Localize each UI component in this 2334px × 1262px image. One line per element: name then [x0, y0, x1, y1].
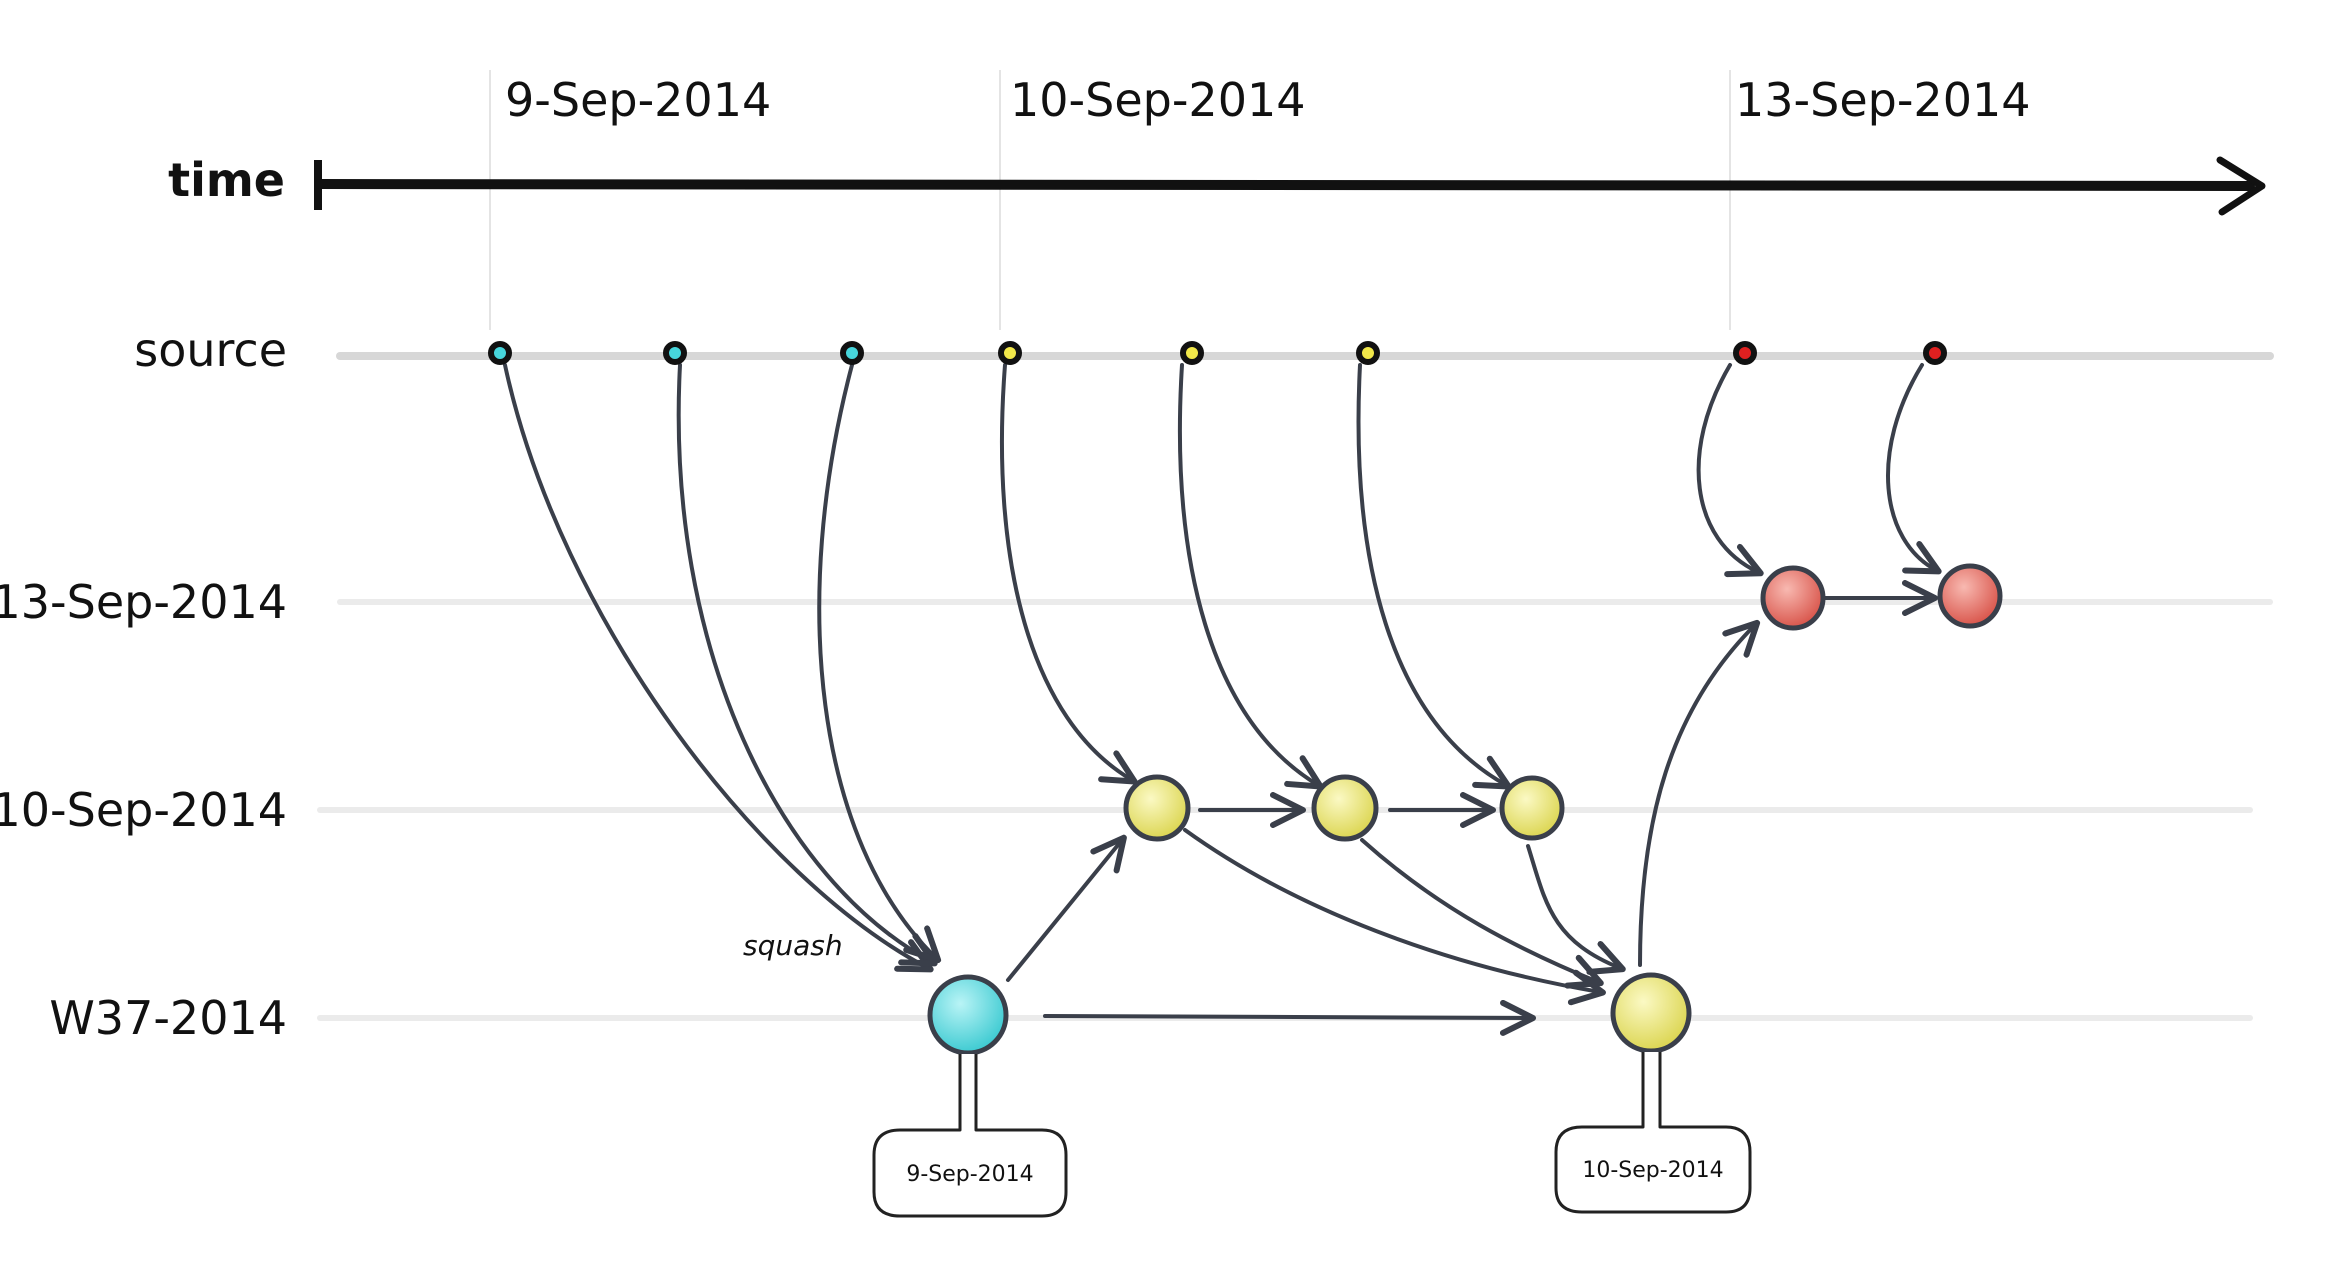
lane-label-10sep: 10-Sep-2014: [0, 783, 287, 837]
commit-node-w37-yellow: [1610, 972, 1692, 1054]
commit-node-10sep: [1311, 774, 1379, 842]
arrow-yel1-to-w37-yellow: [1183, 828, 1606, 1006]
arrow-src5-to-10sep: [1177, 363, 1324, 790]
date-label-13sep: 13-Sep-2014: [1735, 73, 2031, 127]
time-axis-line: [315, 179, 2255, 191]
date-label-9sep: 9-Sep-2014: [505, 73, 771, 127]
arrow-src8-to-13sep: [1886, 363, 1942, 575]
source-commit-dot: [1733, 341, 1757, 365]
arrow-yel2-to-w37-yellow: [1360, 838, 1604, 989]
arrow-cyan-to-w37-yellow: [1043, 999, 1536, 1036]
arrow-src1-to-w37: [503, 363, 934, 973]
source-commit-dot: [488, 341, 512, 365]
source-commit-dot: [663, 341, 687, 365]
source-commit-dot: [840, 341, 864, 365]
commit-node-10sep: [1123, 774, 1191, 842]
arrow-w37-yellow-to-red1: [1638, 619, 1761, 967]
arrow-yel3-to-w37-yellow: [1526, 844, 1626, 975]
arrow-src4-to-10sep: [999, 363, 1138, 785]
callout-tag-10sep: 10-Sep-2014: [1554, 1052, 1752, 1214]
squash-annotation: squash: [743, 929, 843, 962]
lane-label-13sep: 13-Sep-2014: [0, 575, 287, 629]
date-label-10sep: 10-Sep-2014: [1010, 73, 1306, 127]
source-commit-dot: [1356, 341, 1380, 365]
source-commit-dot: [1180, 341, 1204, 365]
source-commit-dot: [998, 341, 1022, 365]
lane-label-w37: W37-2014: [49, 991, 287, 1045]
time-axis-label: time: [168, 153, 285, 207]
commit-node-10sep: [1499, 775, 1565, 841]
arrow-cyan-to-yel1: [1006, 834, 1127, 982]
callout-text-10sep: 10-Sep-2014: [1582, 1158, 1723, 1183]
arrow-src6-to-10sep: [1356, 363, 1512, 790]
commit-node-13sep: [1760, 565, 1826, 631]
time-axis-arrowhead: [2216, 156, 2266, 216]
callout-tag-9sep: 9-Sep-2014: [872, 1054, 1068, 1218]
commit-node-w37-cyan: [927, 974, 1009, 1056]
lane-label-source: source: [134, 323, 287, 377]
source-commit-dot: [1923, 341, 1947, 365]
callout-text-9sep: 9-Sep-2014: [906, 1162, 1033, 1187]
arrow-src2-to-w37: [676, 363, 938, 967]
arrow-src7-to-13sep: [1696, 363, 1764, 578]
arrow-src3-to-w37: [817, 363, 942, 964]
commit-node-13sep: [1937, 563, 2003, 629]
